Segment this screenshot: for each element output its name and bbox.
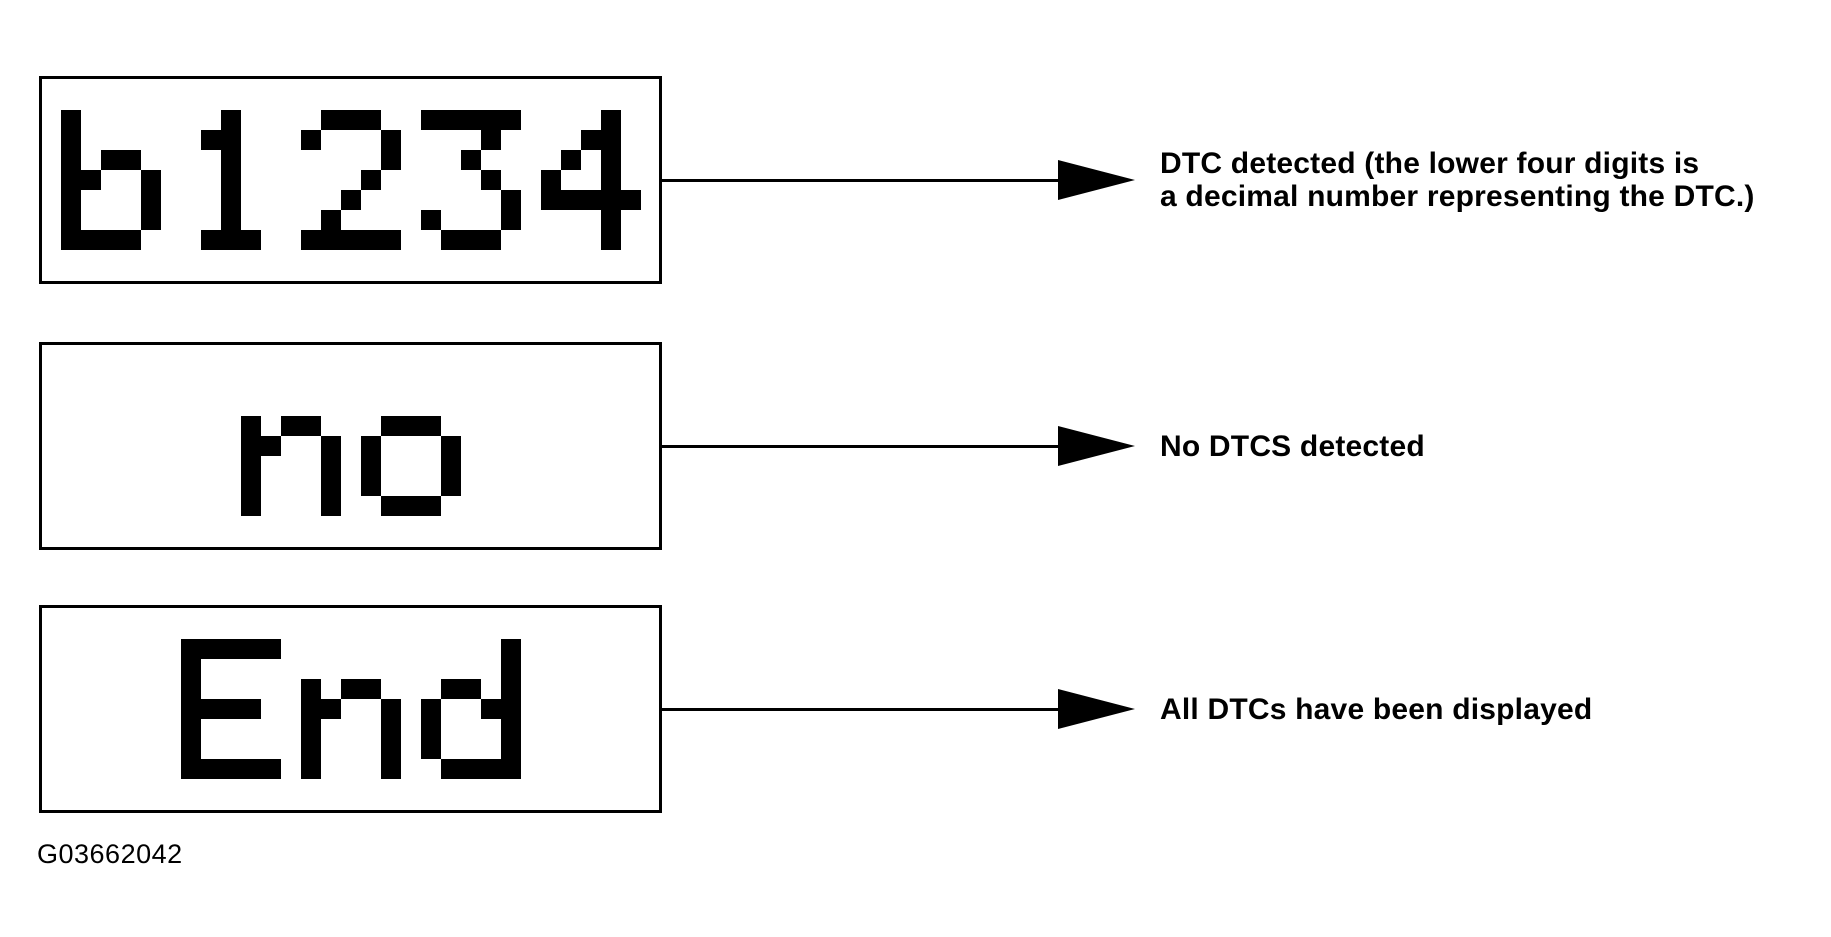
lcd-display-box — [39, 76, 662, 284]
label-line: a decimal number representing the DTC.) — [1160, 180, 1755, 213]
figure-row-dtc-detected: DTC detected (the lower four digits is a… — [39, 76, 1754, 284]
row-label: All DTCs have been displayed — [1160, 605, 1831, 813]
lcd-glyph — [200, 110, 261, 250]
arrow — [662, 689, 1135, 729]
lcd-glyph — [180, 639, 281, 779]
figure-row-no-dtcs: No DTCS detected — [39, 342, 1425, 550]
arrow — [662, 426, 1135, 466]
arrow-right-icon — [1058, 426, 1135, 466]
lcd-glyph — [420, 110, 521, 250]
lcd-glyph — [360, 416, 461, 516]
arrow — [662, 160, 1135, 200]
arrow-line — [662, 178, 1060, 182]
lcd-glyph — [300, 110, 401, 250]
lcd-glyph — [420, 639, 521, 779]
lcd-display-box — [39, 605, 662, 813]
lcd-glyph — [240, 416, 341, 516]
arrow-right-icon — [1058, 160, 1135, 200]
lcd-glyph — [300, 679, 401, 779]
label-line: No DTCS detected — [1160, 429, 1425, 463]
label-line: All DTCs have been displayed — [1160, 692, 1593, 726]
row-label: DTC detected (the lower four digits is a… — [1160, 76, 1831, 284]
lcd-display-text — [240, 376, 461, 516]
lcd-display-box — [39, 342, 662, 550]
lcd-display-text — [180, 639, 521, 779]
row-label: No DTCS detected — [1160, 342, 1831, 550]
label-line: DTC detected (the lower four digits is — [1160, 147, 1700, 180]
lcd-glyph — [540, 110, 641, 250]
figure-row-end: All DTCs have been displayed — [39, 605, 1592, 813]
arrow-line — [662, 707, 1060, 711]
lcd-glyph — [60, 110, 161, 250]
arrow-line — [662, 444, 1060, 448]
arrow-right-icon — [1058, 689, 1135, 729]
lcd-display-text — [60, 110, 641, 250]
figure-id-code: G03662042 — [37, 839, 183, 869]
